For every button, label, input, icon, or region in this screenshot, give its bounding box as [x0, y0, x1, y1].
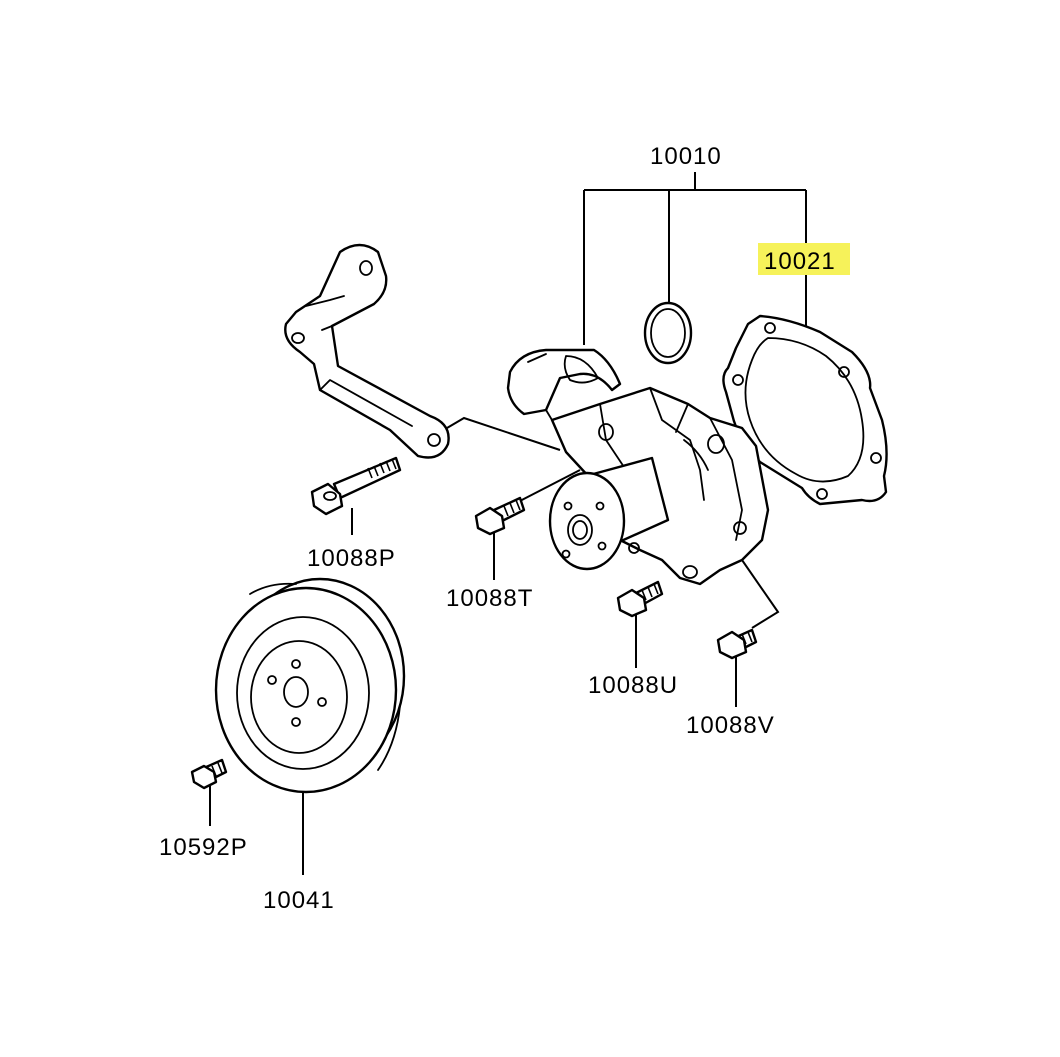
o-ring [643, 301, 693, 365]
bolt-10088P [310, 456, 402, 516]
pulley [214, 577, 406, 794]
leader-10010 [583, 172, 807, 345]
label-10088T: 10088T [446, 585, 533, 612]
bolt-10592P [190, 758, 228, 790]
part-labels: 10010 10021 10088P 10088T 10088U 10088V … [159, 143, 850, 914]
mounting-bracket [284, 243, 450, 459]
label-10010: 10010 [650, 143, 722, 170]
leader-10088T [515, 469, 581, 504]
label-10041: 10041 [263, 887, 335, 914]
label-10088V: 10088V [686, 712, 775, 739]
water-pump [506, 348, 770, 586]
label-10088U: 10088U [588, 672, 678, 699]
leader-10088V [741, 559, 780, 629]
gasket [722, 314, 888, 506]
label-10592P: 10592P [159, 834, 248, 861]
bolt-10088V [716, 628, 758, 660]
bolt-10088T [474, 496, 526, 536]
label-10088P: 10088P [307, 545, 396, 572]
label-10021-highlight [758, 243, 850, 275]
leader-lines [209, 172, 807, 875]
label-10021: 10021 [764, 248, 836, 275]
bolt-10088U [616, 580, 664, 618]
leader-bracket [446, 416, 561, 451]
